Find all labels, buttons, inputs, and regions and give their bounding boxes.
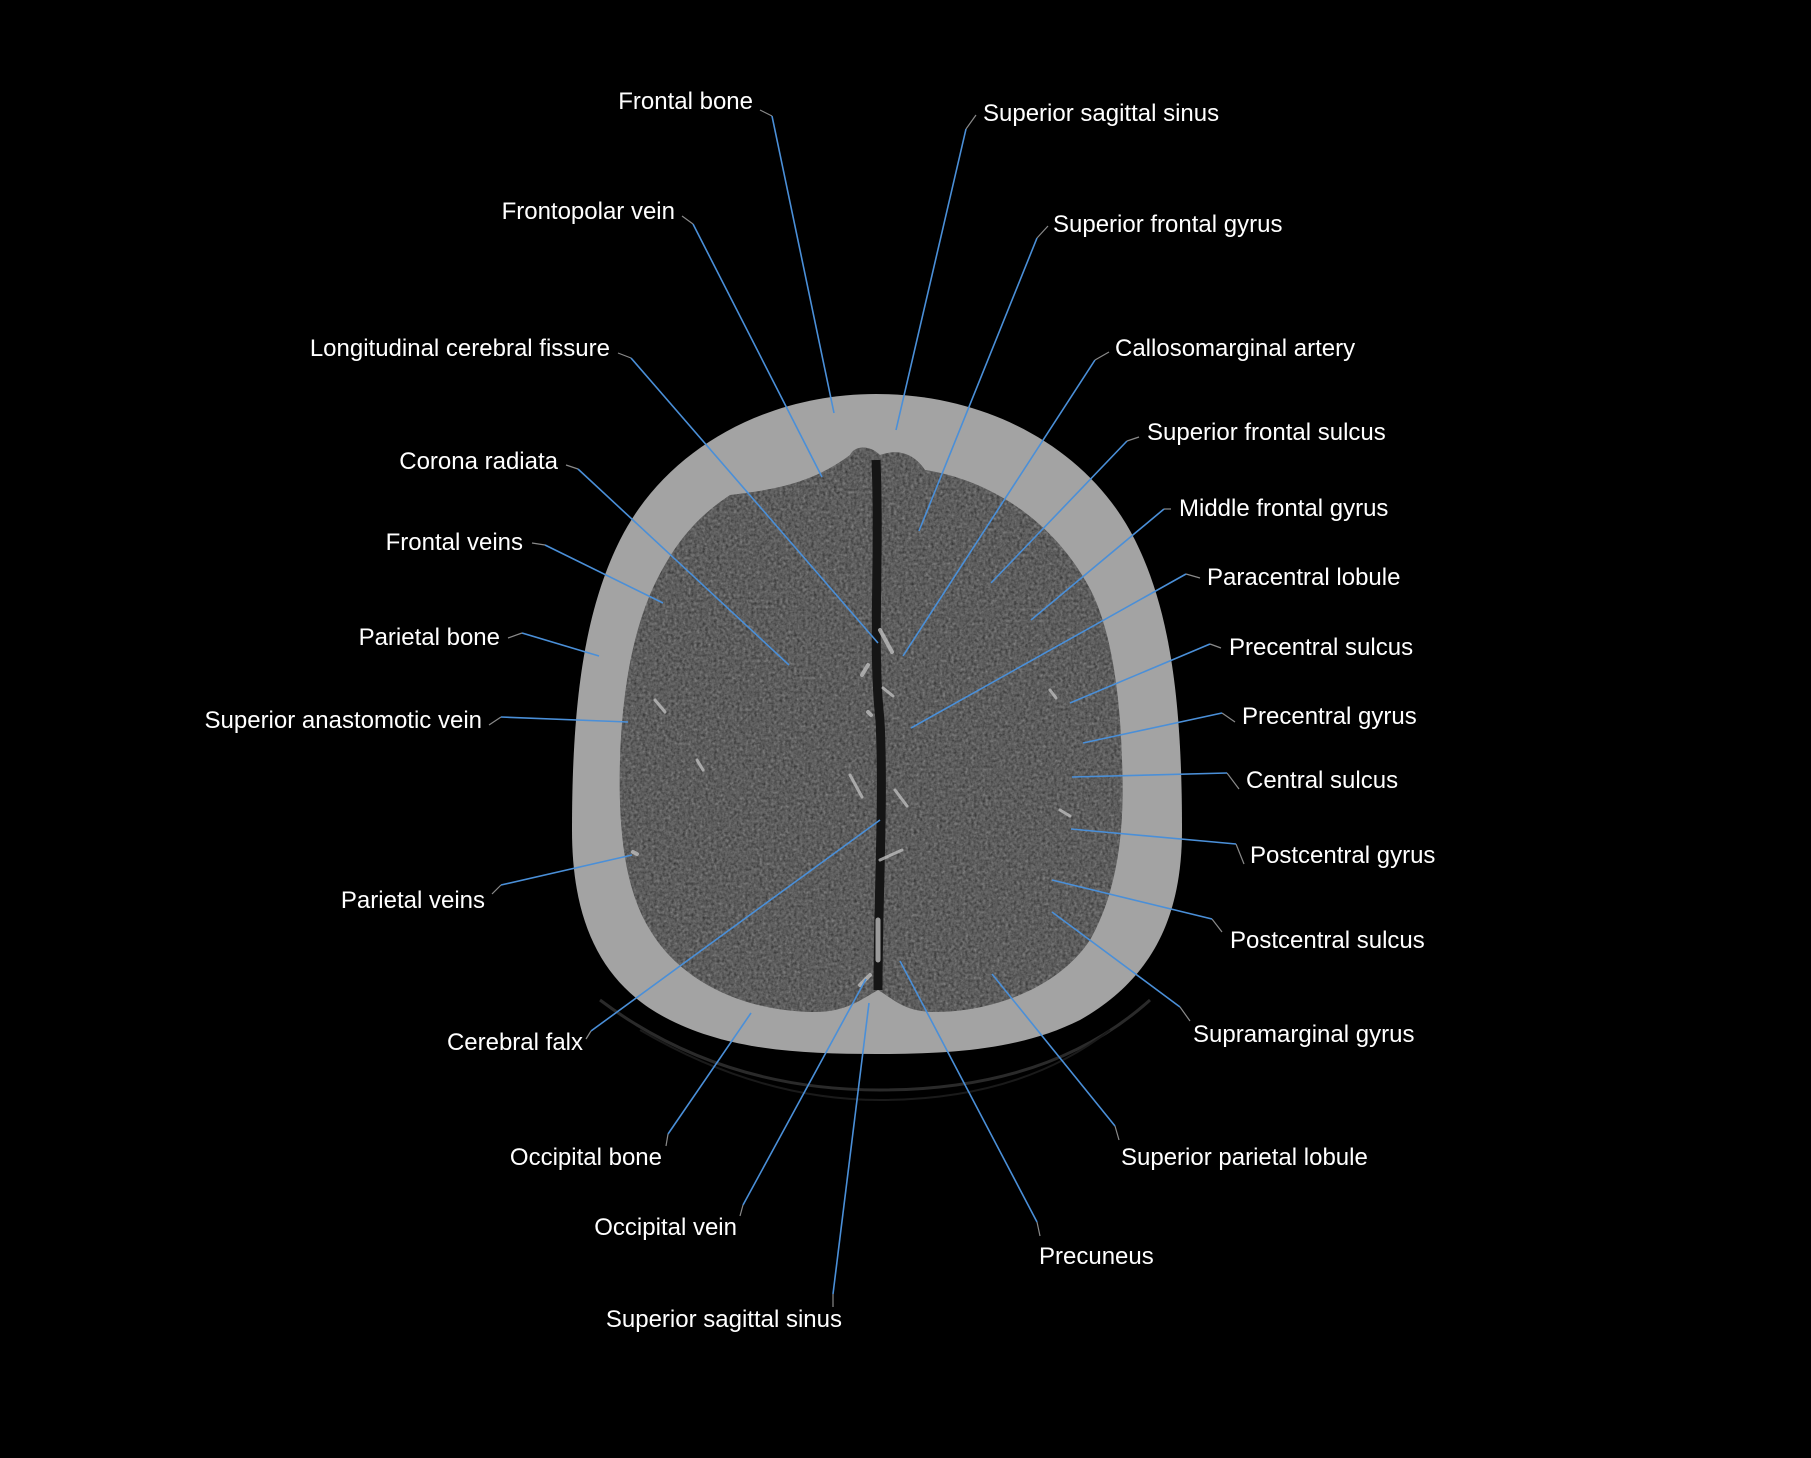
leader-tick <box>491 884 502 895</box>
scalp-outline <box>599 998 1152 1092</box>
leader-tick <box>565 464 579 470</box>
label-supramarginal-gyrus: Supramarginal gyrus <box>1193 1021 1415 1048</box>
leader-line <box>990 440 1128 584</box>
leader-tick <box>1211 918 1223 933</box>
leader-tick <box>1126 436 1140 442</box>
label-frontal-bone: Frontal bone <box>618 88 753 115</box>
label-cerebral-falx: Cerebral falx <box>446 1029 583 1056</box>
leader-tick <box>739 1204 744 1217</box>
leader-tick <box>1114 1125 1120 1141</box>
leader-tick <box>617 352 632 359</box>
label-frontopolar-vein: Frontopolar vein <box>501 198 675 225</box>
label-central-sulcus: Central sulcus <box>1246 767 1399 794</box>
label-postcentral-gyrus: Postcentral gyrus <box>1250 842 1436 869</box>
label-longitudinal-cerebral-fissure: Longitudinal cerebral fissure <box>309 335 610 362</box>
leader-line <box>918 237 1038 532</box>
leader-line <box>1030 508 1165 621</box>
label-paracentral-lobule: Paracentral lobule <box>1207 564 1401 591</box>
leader-line <box>590 819 881 1032</box>
leader-line <box>771 115 835 414</box>
label-postcentral-sulcus: Postcentral sulcus <box>1230 927 1425 954</box>
leader-tick <box>488 716 502 726</box>
leader-tick <box>1209 643 1222 649</box>
leader-line <box>895 128 967 431</box>
leader-tick <box>585 1030 592 1040</box>
leader-tick <box>1179 1006 1191 1022</box>
label-superior-frontal-sulcus: Superior frontal sulcus <box>1147 419 1386 446</box>
label-superior-frontal-gyrus: Superior frontal gyrus <box>1053 211 1283 238</box>
label-callosomarginal-artery: Callosomarginal artery <box>1115 335 1356 362</box>
leader-tick <box>1221 712 1236 723</box>
label-middle-frontal-gyrus: Middle frontal gyrus <box>1179 495 1389 522</box>
leader-line <box>667 1012 752 1135</box>
leader-line <box>742 978 867 1206</box>
leader-line <box>1070 828 1237 845</box>
leader-line <box>500 716 629 723</box>
label-precentral-sulcus: Precentral sulcus <box>1229 634 1414 661</box>
leader-tick <box>681 215 694 225</box>
label-frontal-veins: Frontal veins <box>385 529 523 556</box>
leader-tick <box>1036 1221 1041 1237</box>
label-occipital-vein: Occipital vein <box>594 1214 737 1241</box>
leader-line <box>1069 643 1211 704</box>
leader-line <box>899 960 1038 1223</box>
leader-tick <box>759 109 773 117</box>
leader-line <box>692 223 823 478</box>
leader-line <box>1071 772 1228 778</box>
leader-line <box>1051 911 1181 1008</box>
label-superior-anastomotic-vein: Superior anastomotic vein <box>204 707 482 734</box>
leader-tick <box>1235 843 1245 865</box>
falx-cerebri <box>871 459 886 991</box>
label-superior-sagittal-sinus-posterior: Superior sagittal sinus <box>605 1306 842 1333</box>
label-occipital-bone: Occipital bone <box>509 1144 662 1171</box>
leader-line <box>1082 712 1223 744</box>
leader-tick <box>1185 573 1201 579</box>
brain-parenchyma <box>619 447 1123 1013</box>
label-parietal-bone: Parietal bone <box>358 624 500 651</box>
leader-line <box>832 1002 870 1295</box>
leader-line <box>544 544 664 604</box>
label-parietal-veins: Parietal veins <box>340 887 485 914</box>
leader-tick <box>531 542 546 546</box>
leader-line <box>500 854 633 886</box>
label-precentral-gyrus: Precentral gyrus <box>1242 703 1417 730</box>
leader-line <box>630 357 879 644</box>
leader-line <box>902 359 1096 657</box>
leader-line <box>521 632 600 657</box>
label-superior-sagittal-sinus: Superior sagittal sinus <box>983 100 1220 127</box>
leader-tick <box>1226 772 1240 790</box>
label-precuneus: Precuneus <box>1039 1243 1154 1270</box>
scanner-table-arc <box>639 1029 1111 1102</box>
leader-tick <box>1036 225 1049 239</box>
leader-tick <box>665 1133 669 1147</box>
leader-line <box>1051 879 1213 920</box>
leader-tick <box>1094 351 1110 361</box>
leader-line <box>577 468 790 666</box>
leader-line <box>910 573 1187 729</box>
label-corona-radiata: Corona radiata <box>399 448 558 475</box>
leader-lines <box>488 109 1245 1307</box>
enhancing-vessels <box>631 628 1072 987</box>
leader-tick <box>507 632 523 639</box>
leader-tick <box>965 114 977 130</box>
leader-line <box>991 973 1116 1127</box>
label-superior-parietal-lobule: Superior parietal lobule <box>1121 1144 1368 1171</box>
